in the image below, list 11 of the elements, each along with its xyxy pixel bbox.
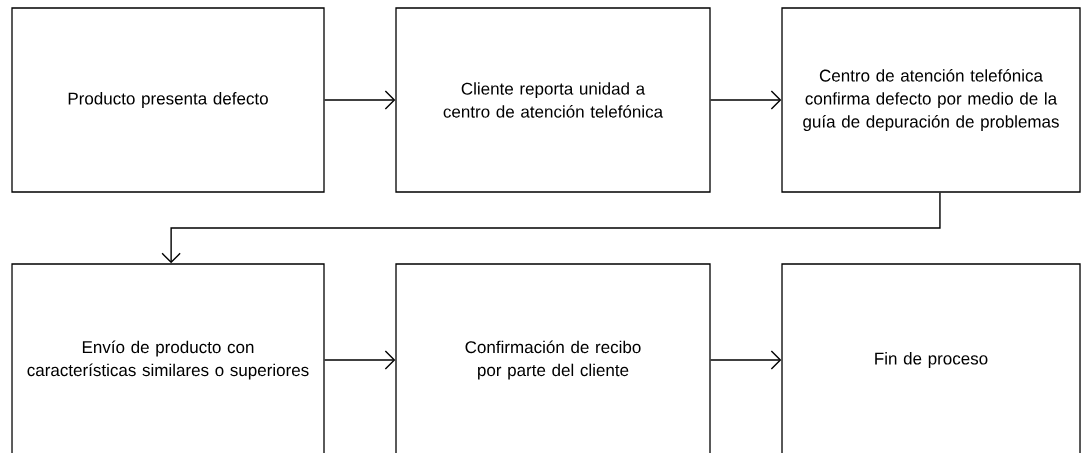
process-box: Envío de producto con características similares o superiores bbox=[11, 263, 325, 453]
process-box: Fin de proceso bbox=[781, 263, 1081, 453]
arrow bbox=[323, 350, 396, 370]
process-box: Cliente reporta unidad a centro de atención telefónica bbox=[395, 7, 711, 193]
process-box: Centro de atención telefónica confirma defecto por medio de la guía de depuración de problemas bbox=[781, 7, 1081, 193]
arrow bbox=[323, 90, 396, 110]
process-box: Confirmación de recibo por parte del cliente bbox=[395, 263, 711, 453]
process-box: Producto presenta defecto bbox=[11, 7, 325, 193]
arrow bbox=[161, 191, 941, 264]
arrow bbox=[709, 350, 782, 370]
arrow bbox=[709, 90, 782, 110]
